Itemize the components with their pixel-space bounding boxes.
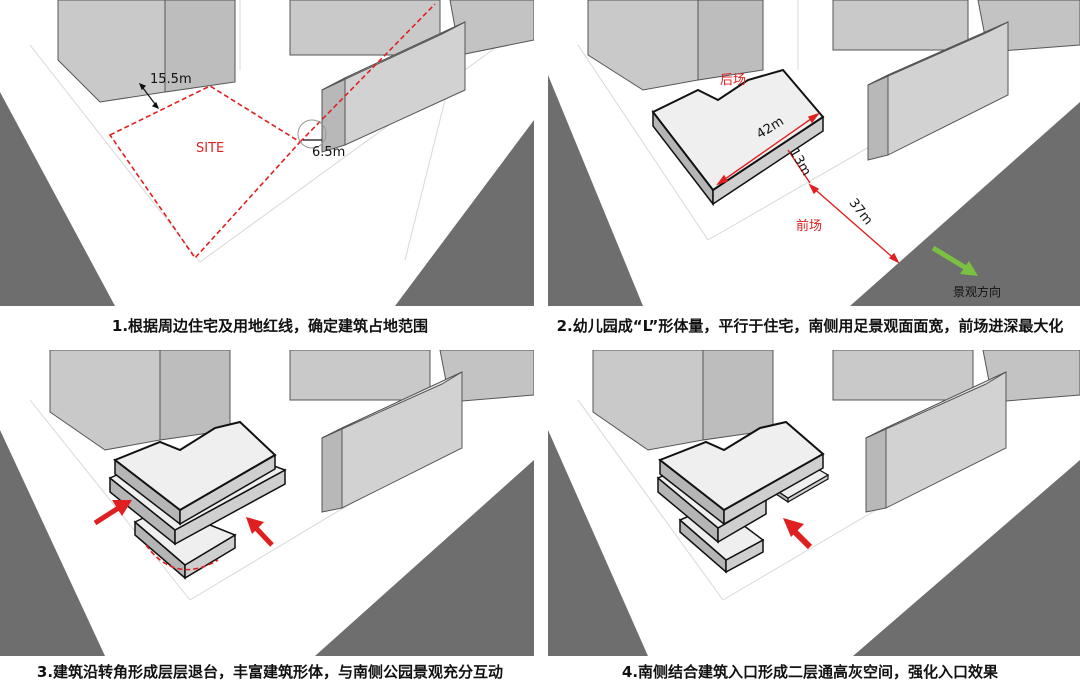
dark-ground-right [395,120,534,306]
label-site: SITE [196,141,224,156]
terraced-mass-with-entrance [656,420,830,574]
existing-buildings-northwest [587,0,764,91]
existing-buildings-northeast [832,350,1080,403]
existing-buildings-northwest [49,350,231,451]
kindergarten-l-mass [651,68,825,207]
label-front-depth: 37m [846,196,876,228]
panel-1-drawing: 15.5m SITE 6.5m [0,0,534,306]
existing-buildings-northeast [289,0,534,56]
panel-1-site-boundary: 15.5m SITE 6.5m [0,0,534,306]
dark-ground-left [0,92,115,306]
existing-buildings-northwest [57,0,236,103]
dark-ground-left [0,430,105,656]
caption-panel-3: 3.建筑沿转角形成层层退台，丰富建筑形体，与南侧公园景观充分互动 [36,663,504,681]
panel-4-entrance-gray-space [548,350,1080,656]
entrance-red-arrow [783,518,813,550]
view-direction-arrow [931,245,978,276]
caption-panel-1: 1.根据周边住宅及用地红线，确定建筑占地范围 [111,317,429,335]
dark-ground-right [850,102,1080,306]
dimension-lines [716,112,900,264]
corner-callout-circle [297,119,327,149]
terrace-red-arrows [93,500,274,571]
existing-buildings-northwest [592,350,774,451]
existing-building-east-block [867,21,1009,161]
existing-buildings-northeast [289,350,534,403]
dark-ground-left [548,430,648,656]
setback-dimension-arrows [138,82,322,141]
terraced-mass [108,420,287,580]
existing-building-east-block [865,371,1007,513]
caption-panel-2: 2.幼儿园成“L”形体量，平行于住宅，南侧用足景观面面宽，前场进深最大化 [556,317,1064,335]
panel-2-drawing: 后场 42m 13m 37m 前场 景观方向 [548,0,1080,306]
label-back-yard: 后场 [720,73,746,88]
label-setback-north: 15.5m [150,72,192,87]
dark-ground-right [315,460,534,656]
existing-building-east-block [321,371,463,513]
panel-4-drawing [548,350,1080,656]
panel-3-drawing [0,350,534,656]
dark-ground-right [853,460,1080,656]
existing-building-east-block [321,21,466,153]
dark-ground-left [548,75,643,306]
caption-panel-4: 4.南侧结合建筑入口形成二层通高灰空间，强化入口效果 [621,663,999,681]
panel-2-l-shaped-massing: 后场 42m 13m 37m 前场 景观方向 [548,0,1080,306]
label-depth: 13m [786,146,814,179]
label-setback-east: 6.5m [312,145,345,160]
label-view-direction: 景观方向 [953,284,1001,299]
label-front-yard: 前场 [796,218,822,234]
panel-3-stepped-terraces [0,350,534,656]
